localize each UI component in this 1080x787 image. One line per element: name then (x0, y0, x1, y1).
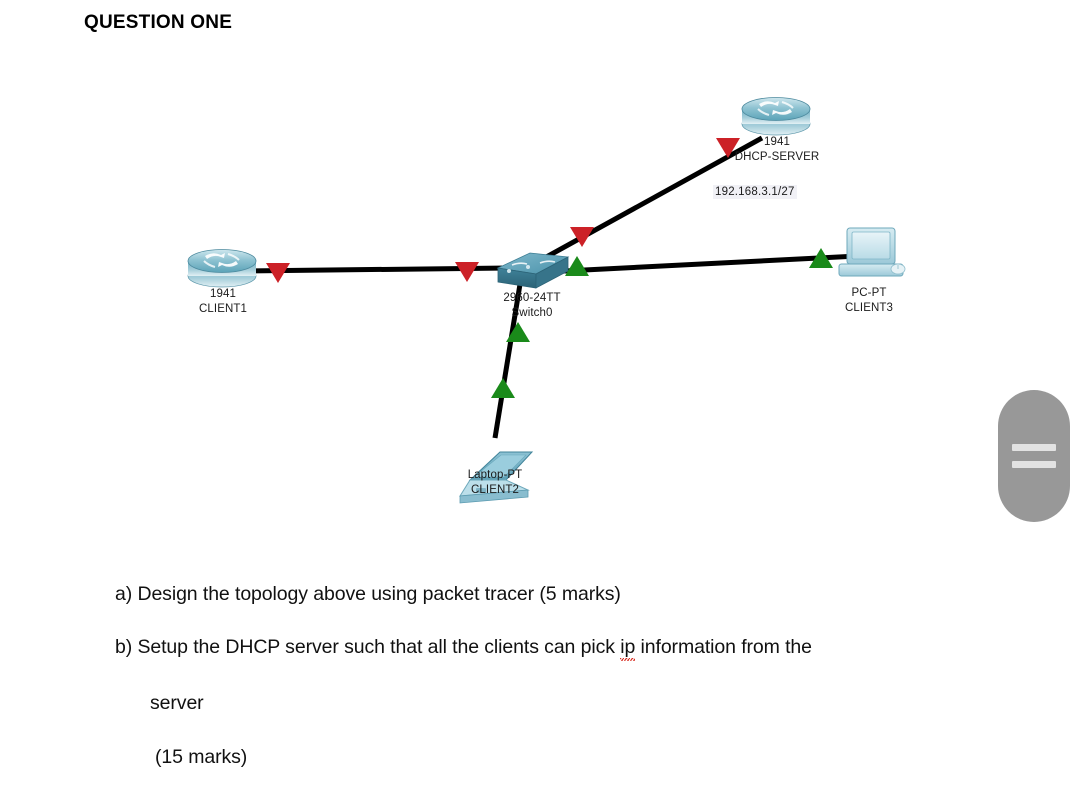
node-name-client1: CLIENT1 (199, 303, 247, 315)
link-status-down-switch0-up (570, 227, 594, 247)
node-name-switch0: Switch0 (511, 307, 553, 319)
question-part-b: b) Setup the DHCP server such that all t… (115, 634, 813, 661)
link-status-up-client2 (491, 378, 515, 398)
node-label-dhcpserver: 1941 DHCP-SERVER (731, 135, 823, 165)
node-model-dhcpserver: 1941 (764, 136, 790, 148)
question-b-continuation: server (150, 692, 204, 714)
node-name-client2: CLIENT2 (471, 484, 519, 496)
node-label-client1: 1941 CLIENT1 (178, 287, 268, 317)
node-model-switch0: 2960-24TT (503, 292, 561, 304)
question-b-prefix: b) Setup the DHCP server such that all t… (115, 636, 621, 658)
link-status-up-switch0-right (565, 256, 589, 276)
question-b-suffix: information from the (635, 636, 813, 658)
laptop-icon-client2[interactable] (459, 451, 534, 504)
link-switch0-client3 (544, 253, 859, 275)
node-label-client2: Laptop-PT CLIENT2 (450, 468, 540, 498)
drag-handle-icon[interactable] (998, 390, 1070, 522)
misspelled-word-ip: ip (620, 636, 635, 661)
link-status-up-switch0-down (506, 322, 530, 342)
cisco-switch-icon-switch0[interactable] (496, 252, 570, 289)
network-topology-diagram: 1941 CLIENT1 1941 DHCP-SERVER 192.168.3.… (0, 60, 1000, 530)
cable-links (242, 135, 859, 439)
link-status-markers (266, 138, 833, 398)
node-label-switch0: 2960-24TT Switch0 (489, 291, 575, 321)
topology-canvas (187, 97, 906, 504)
page-title: QUESTION ONE (84, 12, 233, 33)
question-part-a: a) Design the topology above using packe… (115, 583, 621, 605)
link-status-down-dhcpserver (716, 138, 740, 158)
link-status-up-client3 (809, 248, 833, 268)
cisco-router-icon-client1[interactable] (187, 249, 257, 288)
link-switch0-dhcpserver (528, 135, 764, 269)
node-name-client3: CLIENT3 (845, 302, 893, 314)
link-status-down-switch0-left (455, 262, 479, 282)
ip-address-label-dhcpserver: 192.168.3.1/27 (713, 185, 797, 199)
node-model-client2: Laptop-PT (467, 469, 523, 481)
node-model-client1: 1941 (210, 288, 236, 300)
node-label-client3: PC-PT CLIENT3 (826, 286, 912, 316)
node-model-client3: PC-PT (851, 287, 887, 299)
link-status-down-client1 (266, 263, 290, 283)
node-name-dhcpserver: DHCP-SERVER (734, 151, 820, 163)
question-b-marks: (15 marks) (155, 746, 248, 768)
link-switch0-client2 (492, 277, 524, 439)
drag-handle-bar-top (1012, 444, 1056, 451)
drag-handle-bar-bottom (1012, 461, 1056, 468)
desktop-pc-icon-client3[interactable] (838, 227, 906, 277)
cisco-router-icon-dhcpserver[interactable] (741, 97, 811, 136)
